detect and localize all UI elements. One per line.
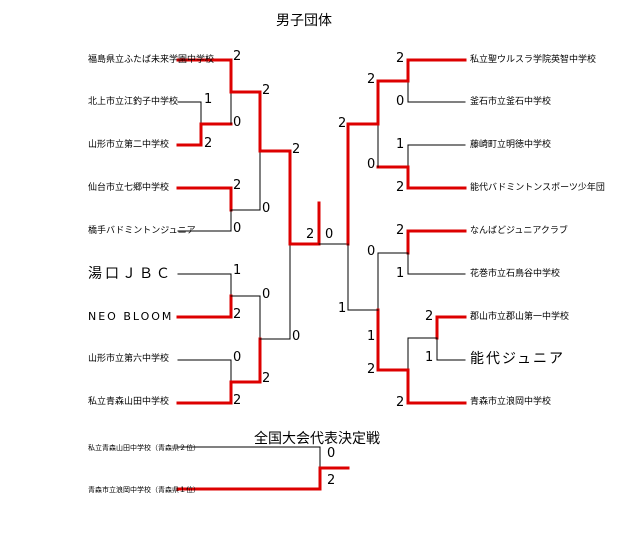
right-team-3: 藤崎町立明徳中学校 [470,140,552,150]
playoff-title: 全国大会代表決定戦 [254,431,380,447]
score-l7: 0 [233,350,242,365]
score-r3: 1 [396,137,405,152]
score-l3: 2 [204,136,213,151]
score-rq4: 1 [367,329,376,344]
left-team-7: NEO BLOOM [88,310,174,323]
score-lq4: 2 [262,371,271,386]
score-r9: 2 [396,395,405,410]
score-r4: 2 [396,180,405,195]
score-rs1: 2 [338,116,347,131]
score-po1: 0 [327,446,336,461]
right-team-7: 郡山市立郡山第一中学校 [470,312,570,322]
left-team-5: 橋手バドミントンジュニア [88,226,196,236]
left-team-1: 福島県立ふたば未来学園中学校 [88,55,215,65]
score-r2: 0 [396,94,405,109]
score-rq2: 0 [367,157,376,172]
score-lq1: 2 [262,83,271,98]
score-po2: 2 [327,473,336,488]
right-team-9: 青森市立浪岡中学校 [470,397,552,407]
score-rq3: 0 [367,244,376,259]
score-l6: 1 [233,263,242,278]
right-team-4: 能代バドミントンスポーツ少年団 [470,183,605,193]
right-team-5: なんばどジュニアクラブ [470,226,568,236]
right-team-8: 能代ジュニア [470,351,566,367]
page-title: 男子団体 [276,13,332,29]
score-lq2: 0 [262,201,271,216]
score-rq1: 2 [367,72,376,87]
left-team-3: 山形市立第二中学校 [88,140,170,150]
score-final-right: 0 [325,227,334,242]
left-team-6: 湯口ＪＢＣ [88,266,173,282]
score-final-left: 2 [306,227,315,242]
score-r6: 1 [396,266,405,281]
score-l1: 2 [233,49,242,64]
score-r7a: 2 [425,309,434,324]
score-l2b: 0 [233,115,242,130]
playoff-team-1: 私立青森山田中学校（青森県２位） [88,444,200,452]
score-r5: 2 [396,223,405,238]
score-l11: 2 [233,393,242,408]
score-l5: 0 [233,221,242,236]
score-l2a: 1 [204,92,213,107]
left-team-4: 仙台市立七郷中学校 [88,183,170,193]
score-lq3: 0 [262,287,271,302]
score-rs2b: 2 [367,362,376,377]
right-team-1: 私立聖ウルスラ学院英智中学校 [470,55,597,65]
right-team-6: 花巻市立石鳥谷中学校 [470,269,561,279]
right-team-2: 釜石市立釜石中学校 [470,97,552,107]
score-r7b: 1 [425,350,434,365]
score-ls1: 2 [292,142,301,157]
left-team-2: 北上市立江釣子中学校 [88,97,179,107]
score-ls2: 0 [292,329,301,344]
score-rs2: 1 [338,301,347,316]
left-team-9: 私立青森山田中学校 [88,397,170,407]
score-r1: 2 [396,51,405,66]
playoff-team-2: 青森市立浪岡中学校（青森県１位） [88,486,200,494]
score-l4: 2 [233,178,242,193]
left-team-8: 山形市立第六中学校 [88,354,170,364]
score-l8: 2 [233,307,242,322]
